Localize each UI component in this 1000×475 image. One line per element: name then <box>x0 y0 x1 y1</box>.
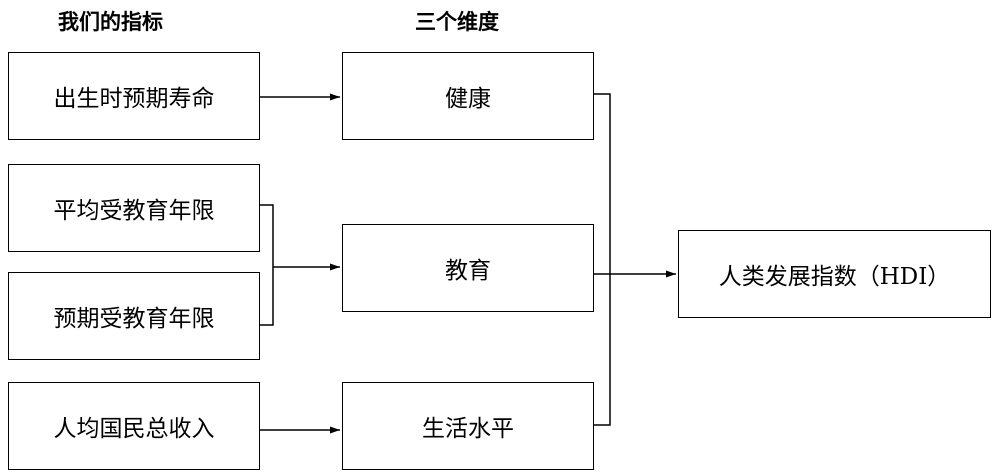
bracket-schooling <box>260 204 274 326</box>
dimension-health: 健康 <box>342 52 594 140</box>
hdi-result-box: 人类发展指数（HDI） <box>678 230 991 318</box>
dimension-education: 教育 <box>342 224 594 312</box>
bracket-dimensions <box>594 93 611 426</box>
indicator-gni-per-capita: 人均国民总收入 <box>8 382 260 470</box>
dimensions-header: 三个维度 <box>415 10 499 34</box>
dimension-living-standard: 生活水平 <box>342 382 594 470</box>
indicator-mean-schooling: 平均受教育年限 <box>8 164 260 252</box>
indicators-header: 我们的指标 <box>58 10 163 34</box>
indicator-expected-schooling: 预期受教育年限 <box>8 272 260 360</box>
indicator-life-expectancy: 出生时预期寿命 <box>8 52 260 140</box>
